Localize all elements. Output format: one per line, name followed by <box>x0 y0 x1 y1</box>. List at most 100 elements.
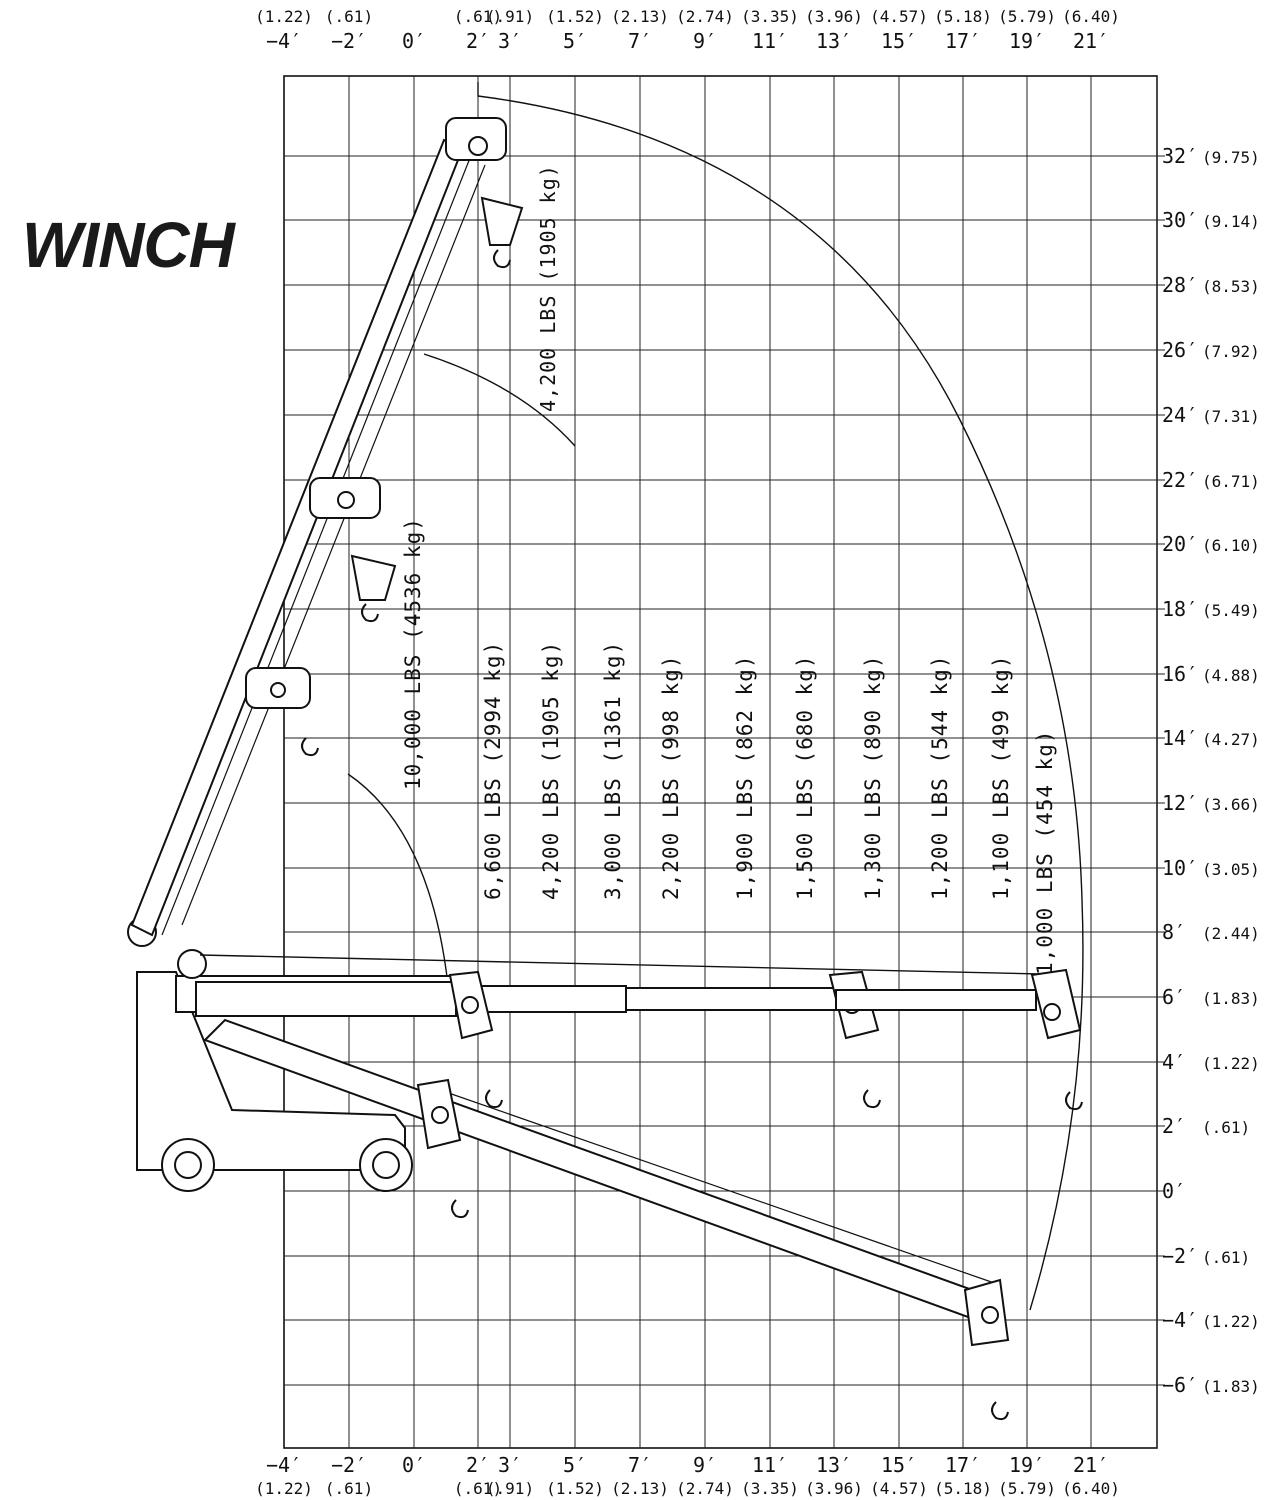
y-tick-label: 24′ <box>1162 403 1198 427</box>
load-zone-label: 1,300 LBS (890 kg) <box>861 654 885 900</box>
x-tick-metric-bottom: (2.74) <box>676 1479 734 1498</box>
x-tick-label-bottom: 13′ <box>816 1453 852 1477</box>
x-tick-metric-bottom: (.61) <box>325 1479 373 1498</box>
y-tick-metric: (9.75) <box>1202 148 1260 167</box>
x-tick-metric-top: (1.22) <box>255 7 313 26</box>
x-tick-label-bottom: 17′ <box>945 1453 981 1477</box>
x-tick-metric-top: (5.18) <box>934 7 992 26</box>
x-tick-label-bottom: 11′ <box>752 1453 788 1477</box>
x-tick-label-top: 21′ <box>1073 29 1109 53</box>
x-tick-metric-top: (.61) <box>454 7 502 26</box>
boom-horizontal-base <box>195 981 457 1017</box>
x-tick-label-bottom: −2′ <box>331 1453 367 1477</box>
y-axis-right: 32′(9.75) 30′(9.14) 28′(8.53) 26′(7.92) 24′ (… <box>1162 144 1260 1397</box>
y-tick-label: 2′ <box>1162 1114 1186 1138</box>
x-tick-metric-top: (.61) <box>325 7 373 26</box>
y-tick-label: 32′ <box>1162 144 1198 168</box>
x-tick-metric-bottom: (4.57) <box>870 1479 928 1498</box>
x-tick-label-top: 2′ <box>466 29 490 53</box>
x-tick-label-top: 15′ <box>881 29 917 53</box>
x-tick-metric-top: (.91) <box>486 7 534 26</box>
y-tick-metric: (3.05) <box>1202 860 1260 879</box>
x-axis-bottom: −4′(1.22)−2′(.61)0′2′(.61)3′(.91)5′(1.52… <box>255 1453 1120 1498</box>
y-tick-label: 10′ <box>1162 856 1198 880</box>
x-tick-label-top: −4′ <box>266 29 302 53</box>
x-tick-metric-bottom: (5.18) <box>934 1479 992 1498</box>
x-tick-metric-top: (5.79) <box>998 7 1056 26</box>
y-tick-label: 16′ <box>1162 662 1198 686</box>
x-tick-label-top: 19′ <box>1009 29 1045 53</box>
x-tick-metric-bottom: (2.13) <box>611 1479 669 1498</box>
y-tick-label: 14′ <box>1162 726 1198 750</box>
boom-horizontal-2 <box>625 987 837 1011</box>
load-zone-label: 1,200 LBS (544 kg) <box>928 654 952 900</box>
load-zone-label: 10,000 LBS (4536 kg) <box>401 517 425 790</box>
x-tick-label-top: 17′ <box>945 29 981 53</box>
boom-pivot-lower <box>177 949 207 979</box>
load-zone-labels: 4,200 LBS (1905 kg) 10,000 LBS (4536 kg) 6… <box>401 164 1057 975</box>
boom-horizontal-3 <box>835 989 1037 1011</box>
x-tick-metric-bottom: (3.96) <box>805 1479 863 1498</box>
y-tick-label: −6′ <box>1162 1373 1198 1397</box>
boom-negative <box>203 1018 1002 1327</box>
x-tick-metric-top: (3.96) <box>805 7 863 26</box>
x-tick-label-top: 11′ <box>752 29 788 53</box>
y-tick-label: 28′ <box>1162 273 1198 297</box>
x-tick-metric-bottom: (.61) <box>454 1479 502 1498</box>
outer-reach-arc <box>477 82 1084 1311</box>
x-tick-label-bottom: 0′ <box>402 1453 426 1477</box>
x-tick-label-bottom: 21′ <box>1073 1453 1109 1477</box>
hook-block-mid <box>350 554 397 601</box>
y-tick-metric: (9.14) <box>1202 212 1260 231</box>
y-tick-label: −4′ <box>1162 1308 1198 1332</box>
x-tick-label-top: −2′ <box>331 29 367 53</box>
load-zone-label: 1,100 LBS (499 kg) <box>989 654 1013 900</box>
chart-title: WINCH <box>22 209 235 281</box>
x-tick-metric-bottom: (1.22) <box>255 1479 313 1498</box>
x-tick-metric-bottom: (6.40) <box>1062 1479 1120 1498</box>
y-tick-label: 30′ <box>1162 208 1198 232</box>
x-tick-label-bottom: −4′ <box>266 1453 302 1477</box>
y-tick-label: 18′ <box>1162 597 1198 621</box>
y-tick-metric: (.61) <box>1202 1248 1250 1267</box>
x-tick-label-top: 5′ <box>563 29 587 53</box>
y-tick-metric: (2.44) <box>1202 924 1260 943</box>
y-tick-label: 26′ <box>1162 338 1198 362</box>
x-tick-label-bottom: 3′ <box>498 1453 522 1477</box>
upper-zone-arc <box>423 353 576 447</box>
x-tick-label-bottom: 15′ <box>881 1453 917 1477</box>
load-zone-label: 1,000 LBS (454 kg) <box>1033 729 1057 975</box>
y-tick-metric: (8.53) <box>1202 277 1260 296</box>
y-tick-label: 0′ <box>1162 1179 1186 1203</box>
y-tick-metric: (6.71) <box>1202 472 1260 491</box>
y-tick-metric: (.61) <box>1202 1118 1250 1137</box>
x-tick-label-top: 0′ <box>402 29 426 53</box>
load-zone-label: 6,600 LBS (2994 kg) <box>481 641 505 900</box>
y-tick-metric: (3.66) <box>1202 795 1260 814</box>
x-tick-metric-bottom: (.91) <box>486 1479 534 1498</box>
x-tick-metric-bottom: (5.79) <box>998 1479 1056 1498</box>
y-tick-metric: (1.83) <box>1202 989 1260 1008</box>
capacity-arcs <box>347 82 1084 1311</box>
y-tick-metric: (4.27) <box>1202 730 1260 749</box>
y-tick-metric: (1.22) <box>1202 1054 1260 1073</box>
load-zone-label: 2,200 LBS (998 kg) <box>659 654 683 900</box>
y-tick-metric: (1.22) <box>1202 1312 1260 1331</box>
y-tick-label: 8′ <box>1162 920 1186 944</box>
load-zone-label: 4,200 LBS (1905 kg) <box>539 641 563 900</box>
x-tick-label-bottom: 5′ <box>563 1453 587 1477</box>
x-tick-metric-top: (3.35) <box>741 7 799 26</box>
x-tick-label-bottom: 2′ <box>466 1453 490 1477</box>
boom-positions <box>130 117 1083 1421</box>
y-tick-metric: (7.92) <box>1202 342 1260 361</box>
x-tick-label-top: 9′ <box>693 29 717 53</box>
y-tick-label: 20′ <box>1162 532 1198 556</box>
x-tick-label-bottom: 19′ <box>1009 1453 1045 1477</box>
x-tick-label-top: 7′ <box>628 29 652 53</box>
y-tick-metric: (4.88) <box>1202 666 1260 685</box>
x-tick-metric-bottom: (3.35) <box>741 1479 799 1498</box>
x-tick-metric-top: (6.40) <box>1062 7 1120 26</box>
y-tick-label: 6′ <box>1162 985 1186 1009</box>
y-tick-metric: (6.10) <box>1202 536 1260 555</box>
